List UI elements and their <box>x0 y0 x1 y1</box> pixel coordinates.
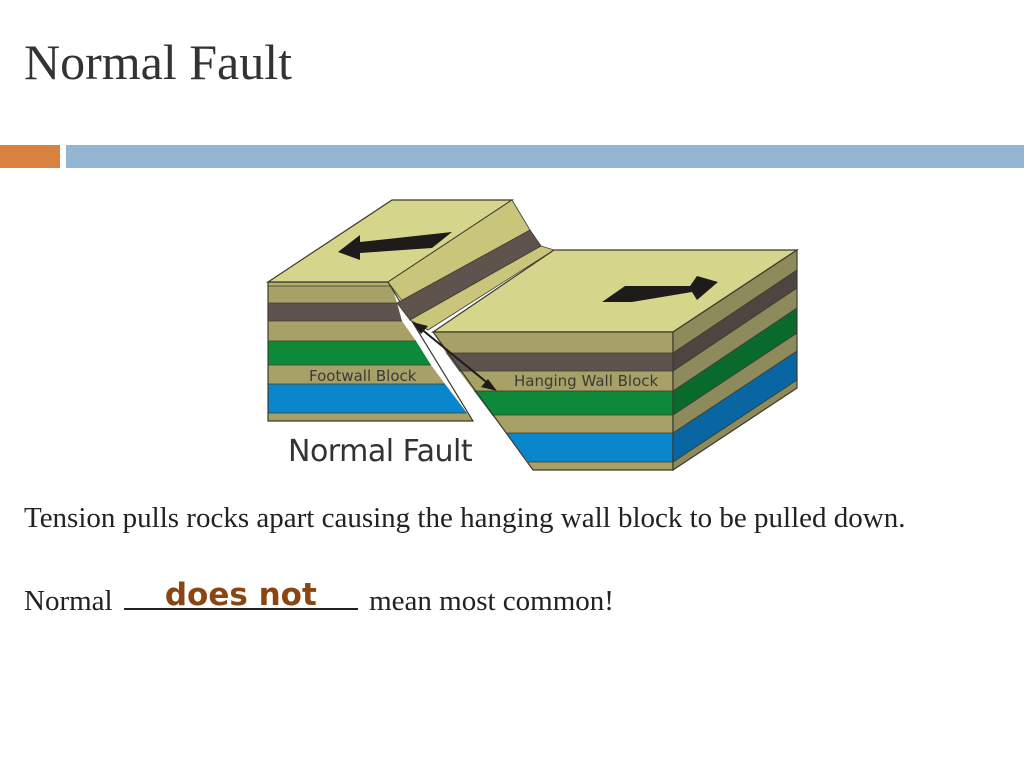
diagram-caption: Normal Fault <box>288 434 473 469</box>
paragraph-normal-prefix: Normal <box>24 585 113 617</box>
slide-body: Tension pulls rocks apart causing the ha… <box>24 500 999 619</box>
blank-answer: does not <box>120 577 362 613</box>
accent-bar-orange <box>0 145 60 168</box>
hanging-wall-block-label: Hanging Wall Block <box>514 372 659 390</box>
fill-in-blank: does not <box>120 580 362 610</box>
slide-title: Normal Fault <box>24 30 292 94</box>
accent-bar-blue <box>66 145 1024 168</box>
paragraph-normal: Normal does not mean most common! <box>24 580 999 619</box>
paragraph-normal-suffix: mean most common! <box>369 585 614 617</box>
footwall-block-label: Footwall Block <box>309 367 417 385</box>
paragraph-tension: Tension pulls rocks apart causing the ha… <box>24 500 999 536</box>
normal-fault-diagram: Footwall Block Hanging Wall Block Normal… <box>262 195 802 475</box>
